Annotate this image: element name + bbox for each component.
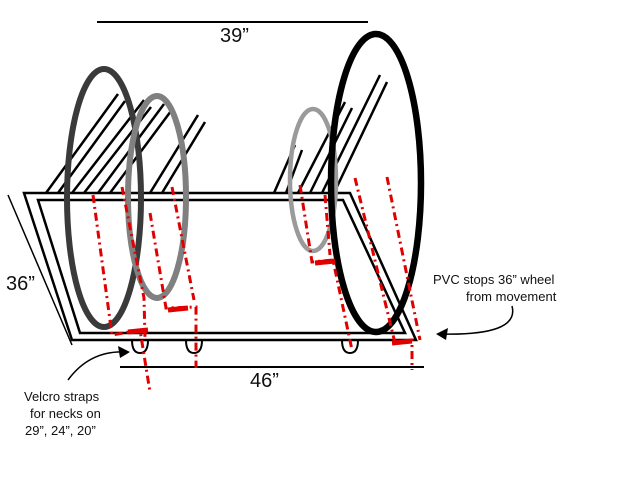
- rack-foot: [131, 339, 149, 355]
- pvc-annotation-arrow: [439, 305, 514, 335]
- pvc-annotation-line1: PVC stops 36” wheel: [433, 272, 555, 287]
- pvc-annotation-line2: from movement: [466, 289, 557, 304]
- dimension-label-top: 39”: [220, 25, 249, 47]
- strap-clamp: [127, 327, 149, 335]
- dimension-line-left: [7, 194, 73, 346]
- pvc-stop: [353, 177, 414, 370]
- dimension-label-bottom: 46”: [250, 370, 279, 392]
- wheel-36-inch: [327, 30, 425, 336]
- wheel-20-inch: [287, 106, 339, 254]
- arrowhead-icon: [118, 346, 130, 358]
- pvc-stop: [323, 194, 332, 256]
- strap-clamps: [127, 258, 413, 346]
- strap-clamp: [167, 305, 189, 313]
- wheel-29-inch: [64, 66, 144, 330]
- velcro-annotation-line2: for necks on: [30, 406, 101, 421]
- arrowhead-icon: [436, 328, 448, 340]
- velcro-annotation-line3: 29”, 24”, 20”: [25, 423, 96, 438]
- rack-foot: [185, 339, 203, 355]
- rack-feet: [131, 339, 359, 355]
- pvc-stop: [298, 184, 354, 351]
- pvc-stop: [385, 176, 422, 341]
- velcro-annotation-arrow: [67, 351, 127, 381]
- velcro-strap: [91, 194, 152, 393]
- divider: [44, 93, 127, 194]
- velcro-strap: [120, 186, 147, 339]
- rack-foot: [341, 339, 359, 355]
- rack-frame: [22, 191, 418, 342]
- dimension-label-left: 36”: [6, 273, 35, 295]
- velcro-annotation-line1: Velcro straps: [24, 389, 100, 404]
- strap-clamp: [314, 258, 336, 266]
- strap-clamp: [391, 338, 413, 346]
- red-straps: [91, 176, 422, 393]
- velcro-strap: [148, 212, 198, 368]
- velcro-strap: [170, 186, 196, 301]
- wheel-24-inch: [125, 93, 189, 301]
